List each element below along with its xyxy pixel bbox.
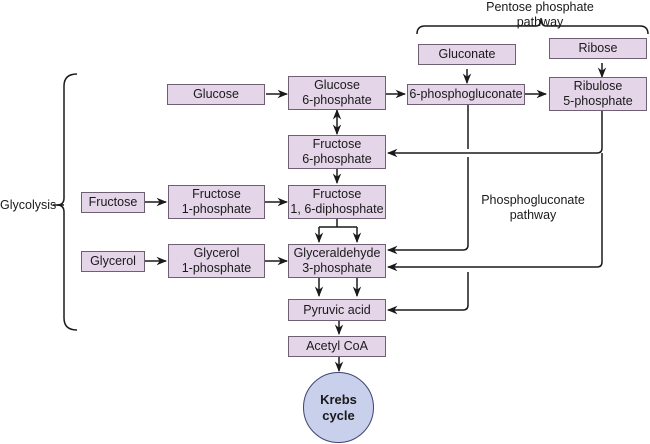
node-fructose: Fructose xyxy=(81,192,145,213)
phosphogluconate-pathway-label: Phosphogluconate pathway xyxy=(481,193,585,222)
edge-f16dp-ga3p xyxy=(319,219,357,228)
edge-ribulose-ga3p xyxy=(386,153,603,272)
edge-6pg-pyruvic xyxy=(386,272,469,315)
node-ribose: Ribose xyxy=(549,38,647,59)
node-glucose: Glucose xyxy=(167,84,265,105)
node-acetyl-coa: Acetyl CoA xyxy=(288,336,386,357)
pentose-pathway-label: Pentose phosphate pathway xyxy=(486,0,594,29)
node-glycerol: Glycerol xyxy=(81,251,145,272)
glycolysis-label: Glycolysis xyxy=(0,198,57,212)
edge-ribulose-f6p xyxy=(386,111,603,158)
pentose-bracket xyxy=(416,17,649,35)
node-6-phosphogluconate: 6-phosphogluconate xyxy=(407,84,525,105)
node-pyruvic-acid: Pyruvic acid xyxy=(288,299,386,321)
node-gluconate: Gluconate xyxy=(418,44,516,65)
glycolysis-bracket xyxy=(56,73,78,331)
edge-6pg-ga3p xyxy=(388,104,469,250)
